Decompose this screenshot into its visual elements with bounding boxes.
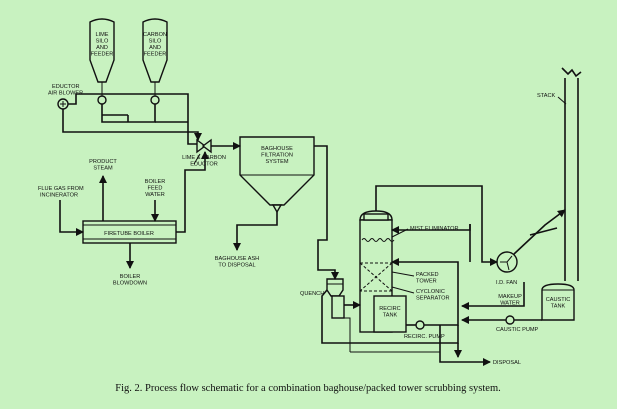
lime-feeder-valve-icon bbox=[97, 95, 107, 105]
cyclonic-label-1: CYCLONIC bbox=[416, 289, 445, 295]
recirc-tank bbox=[373, 295, 407, 333]
eductor-label-2: EDUCTOR bbox=[190, 162, 218, 168]
lime-silo-label-1: LIME bbox=[95, 32, 108, 38]
leader-lines bbox=[193, 96, 567, 294]
baghouse-filtration-system bbox=[239, 136, 315, 214]
quench-label: QUENCH bbox=[300, 291, 324, 297]
carbon-silo bbox=[142, 18, 168, 105]
mist-eliminator-label: MIST ELIMINATOR bbox=[410, 226, 459, 232]
disposal-label: DISPOSAL bbox=[493, 360, 521, 366]
caustic-pump-label: CAUSTIC PUMP bbox=[496, 327, 539, 333]
ash-label-1: BAGHOUSE ASH bbox=[215, 256, 259, 262]
recirc-tank-label-2: TANK bbox=[383, 313, 398, 319]
lime-silo bbox=[89, 18, 115, 105]
caustic-tank bbox=[541, 283, 575, 321]
feed-water-label-2: FEED bbox=[148, 186, 163, 192]
baghouse-label-1: BAGHOUSE bbox=[261, 146, 293, 152]
lime-silo-label-4: FEEDER bbox=[91, 52, 114, 58]
recirc-tank-label-1: RECIRC bbox=[379, 306, 400, 312]
eductor-label-1: LIME & CARBON bbox=[182, 155, 226, 161]
recirc-pump-icon bbox=[415, 320, 425, 330]
caustic-pump-icon bbox=[505, 315, 515, 325]
ash-label-2: TO DISPOSAL bbox=[218, 263, 255, 269]
air-line bbox=[68, 93, 197, 145]
makeup-water-label-2: WATER bbox=[500, 301, 520, 307]
carbon-silo-label-1: CARBON bbox=[143, 32, 167, 38]
carbon-silo-label-3: AND bbox=[149, 45, 161, 51]
recirc-pump-label: RECIRC. PUMP bbox=[404, 334, 445, 340]
product-steam-label-1: PRODUCT bbox=[89, 159, 117, 165]
eductor-blower-label-1: EDUCTOR bbox=[52, 84, 80, 90]
stack bbox=[561, 67, 582, 281]
carbon-silo-label-2: SILO bbox=[149, 39, 162, 45]
process-lines bbox=[59, 93, 566, 366]
cyclonic-label-2: SEPARATOR bbox=[416, 296, 450, 302]
feed-water-label-1: BOILER bbox=[145, 179, 166, 185]
eductor-icon bbox=[196, 138, 207, 154]
mist-eliminator-icon bbox=[361, 238, 395, 242]
caustic-tank-label-2: TANK bbox=[551, 304, 566, 310]
packed-tower-label-2: TOWER bbox=[416, 279, 437, 285]
product-steam-label-2: STEAM bbox=[93, 166, 113, 172]
carbon-silo-label-4: FEEDER bbox=[144, 52, 167, 58]
quench-vessel bbox=[326, 278, 345, 319]
baghouse-label-2: FILTRATION bbox=[261, 153, 293, 159]
flue-gas-label-1: FLUE GAS FROM bbox=[38, 186, 84, 192]
eductor-blower-label-2: AIR BLOWER bbox=[48, 91, 83, 97]
baghouse-label-3: SYSTEM bbox=[265, 159, 288, 165]
feed-water-label-3: WATER bbox=[145, 192, 165, 198]
firetube-boiler-label: FIRETUBE BOILER bbox=[104, 231, 154, 237]
makeup-water-label-1: MAKEUP bbox=[498, 294, 522, 300]
lime-silo-label-2: SILO bbox=[96, 39, 109, 45]
blowdown-label-1: BOILER bbox=[120, 274, 141, 280]
lime-silo-label-3: AND bbox=[96, 45, 108, 51]
carbon-feeder-valve-icon bbox=[150, 95, 160, 105]
blower-impeller-icon bbox=[60, 101, 66, 107]
figure-caption: Fig. 2. Process flow schematic for a com… bbox=[115, 383, 501, 394]
flue-gas-label-2: INCINERATOR bbox=[40, 193, 78, 199]
id-fan bbox=[496, 251, 518, 273]
id-fan-label: I.D. FAN bbox=[496, 280, 517, 286]
blowdown-label-2: BLOWDOWN bbox=[113, 281, 147, 287]
stack-label: STACK bbox=[537, 93, 556, 99]
packed-tower-label-1: PACKED bbox=[416, 272, 439, 278]
caustic-tank-label-1: CAUSTIC bbox=[546, 297, 571, 303]
